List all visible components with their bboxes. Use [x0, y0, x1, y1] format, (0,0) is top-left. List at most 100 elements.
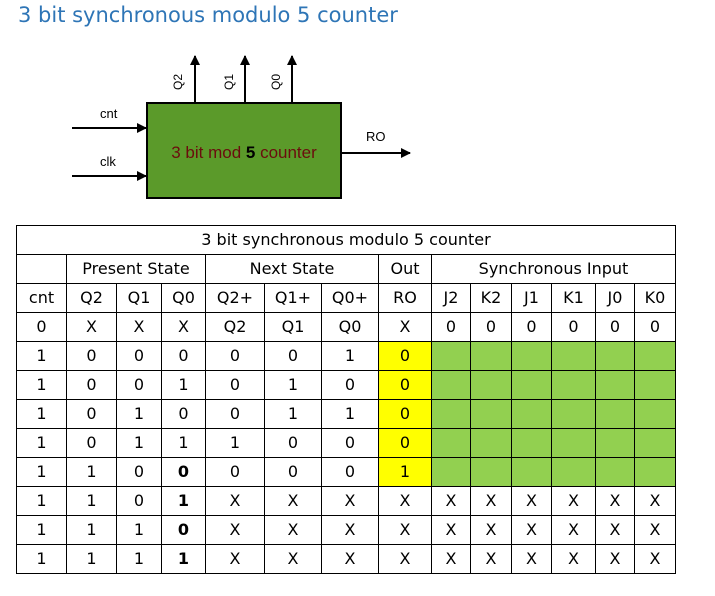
table-cell	[511, 341, 552, 371]
counter-block-diagram: 3 bit mod 5 counter cnt clk RO Q2 Q1 Q0	[72, 55, 411, 199]
table-cell: 1	[161, 370, 206, 400]
table-cell: 0	[116, 370, 162, 400]
table-cell	[634, 399, 676, 429]
table-cell	[470, 399, 512, 429]
table-cell: 0	[205, 399, 265, 429]
table-cell: 1	[264, 399, 322, 429]
truth-table: 3 bit synchronous modulo 5 counter Prese…	[16, 225, 676, 574]
table-cell: X	[511, 515, 552, 545]
table-cell: 0	[378, 428, 432, 458]
table-cell: 0	[66, 399, 117, 429]
column-header: Q0	[161, 283, 206, 313]
table-cell	[431, 428, 471, 458]
table-cell: X	[161, 312, 206, 342]
table-cell	[595, 399, 635, 429]
table-cell: 0	[264, 428, 322, 458]
table-cell: X	[511, 486, 552, 516]
table-cell: X	[634, 515, 676, 545]
table-cell: 0	[116, 341, 162, 371]
table-cell: 0	[264, 457, 322, 487]
table-cell	[431, 341, 471, 371]
column-header: Q0+	[321, 283, 379, 313]
group-present-state: Present State	[66, 254, 206, 284]
table-cell: 1	[16, 486, 67, 516]
table-cell: 1	[321, 341, 379, 371]
table-cell: 1	[16, 428, 67, 458]
table-cell: 1	[16, 515, 67, 545]
table-cell: 0	[161, 457, 206, 487]
table-cell: X	[431, 515, 471, 545]
table-cell: X	[205, 515, 265, 545]
table-cell	[431, 399, 471, 429]
column-header: Q2	[66, 283, 117, 313]
counter-block	[146, 102, 342, 199]
table-cell: 0	[321, 457, 379, 487]
table-cell: X	[595, 515, 635, 545]
table-cell	[551, 457, 596, 487]
table-cell: 0	[116, 457, 162, 487]
table-cell: 1	[264, 370, 322, 400]
table-cell: X	[321, 486, 379, 516]
table-cell	[511, 457, 552, 487]
group-synchronous-input: Synchronous Input	[431, 254, 676, 284]
table-cell: 0	[511, 312, 552, 342]
table-cell: X	[378, 486, 432, 516]
table-cell: 1	[66, 515, 117, 545]
table-cell: 1	[116, 399, 162, 429]
table-cell: 1	[116, 544, 162, 574]
column-header: J0	[595, 283, 635, 313]
table-cell: X	[264, 486, 322, 516]
table-cell: 1	[378, 457, 432, 487]
table-cell	[551, 428, 596, 458]
table-cell: 0	[161, 341, 206, 371]
table-cell	[511, 399, 552, 429]
table-cell	[431, 370, 471, 400]
table-cell: X	[431, 544, 471, 574]
table-cell: 0	[378, 370, 432, 400]
cnt-label: cnt	[100, 106, 118, 121]
table-cell: X	[595, 544, 635, 574]
table-cell	[511, 370, 552, 400]
table-cell	[551, 399, 596, 429]
table-cell: 1	[66, 486, 117, 516]
table-cell: 1	[66, 544, 117, 574]
table-cell	[595, 370, 635, 400]
table-cell: 1	[16, 341, 67, 371]
table-cell: X	[264, 515, 322, 545]
table-cell: X	[205, 486, 265, 516]
table-cell: 0	[66, 428, 117, 458]
table-cell: 1	[16, 399, 67, 429]
table-cell: X	[205, 544, 265, 574]
table-cell	[551, 341, 596, 371]
group-next-state: Next State	[205, 254, 379, 284]
column-header: Q1	[116, 283, 162, 313]
table-cell: X	[321, 515, 379, 545]
table-cell: X	[431, 486, 471, 516]
table-cell: X	[470, 486, 512, 516]
table-cell: X	[470, 515, 512, 545]
table-cell: X	[551, 486, 596, 516]
table-cell: 0	[161, 399, 206, 429]
column-header: K2	[470, 283, 512, 313]
table-cell	[595, 341, 635, 371]
counter-block-label: 3 bit mod 5 counter	[171, 143, 317, 162]
table-cell: X	[116, 312, 162, 342]
table-cell: 0	[66, 341, 117, 371]
table-cell: 0	[470, 312, 512, 342]
table-cell: X	[264, 544, 322, 574]
table-cell: X	[321, 544, 379, 574]
table-cell: X	[634, 544, 676, 574]
table-cell	[511, 428, 552, 458]
column-header: cnt	[16, 283, 67, 313]
table-cell: X	[511, 544, 552, 574]
table-cell	[470, 457, 512, 487]
table-cell	[470, 370, 512, 400]
table-cell: 1	[205, 428, 265, 458]
table-cell	[634, 457, 676, 487]
table-cell: 1	[66, 457, 117, 487]
table-cell: 0	[321, 370, 379, 400]
